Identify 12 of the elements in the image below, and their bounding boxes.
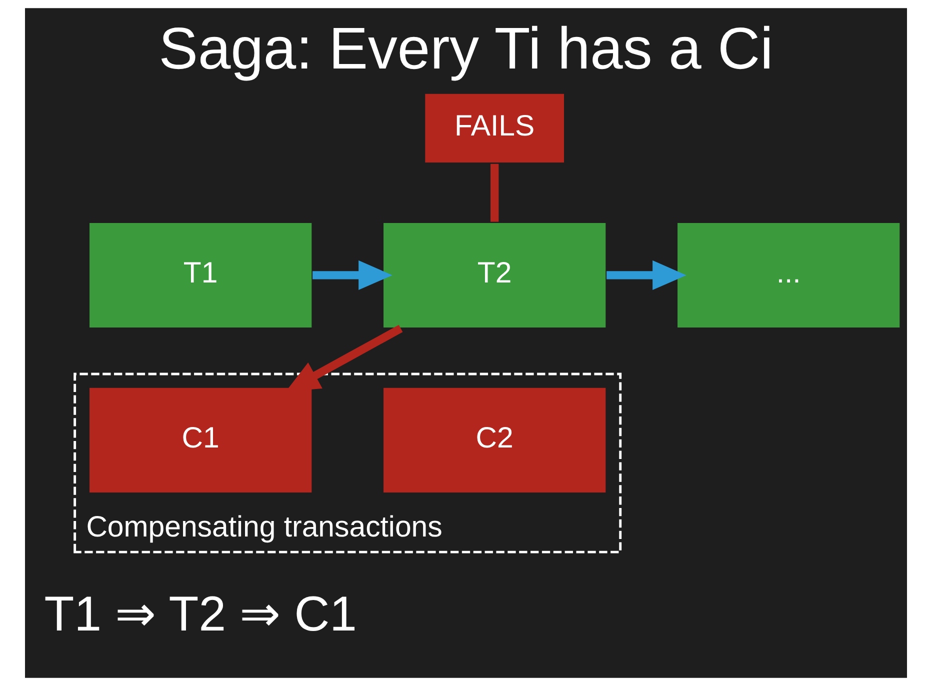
arrow: [312, 260, 392, 290]
connector: [490, 164, 499, 222]
arrow: [286, 324, 403, 392]
label: T1 ⇒ T2 ⇒ C1: [44, 587, 357, 642]
diagram-title: Saga: Every Ti has a Ci: [158, 16, 774, 82]
node-box: T2: [382, 221, 608, 330]
arrow: [606, 260, 686, 290]
node-box: FAILS: [424, 92, 566, 164]
node-box: C1: [88, 386, 314, 494]
node-box: T1: [88, 221, 314, 330]
node-box: ...: [676, 221, 902, 330]
node-box: C2: [382, 386, 608, 494]
